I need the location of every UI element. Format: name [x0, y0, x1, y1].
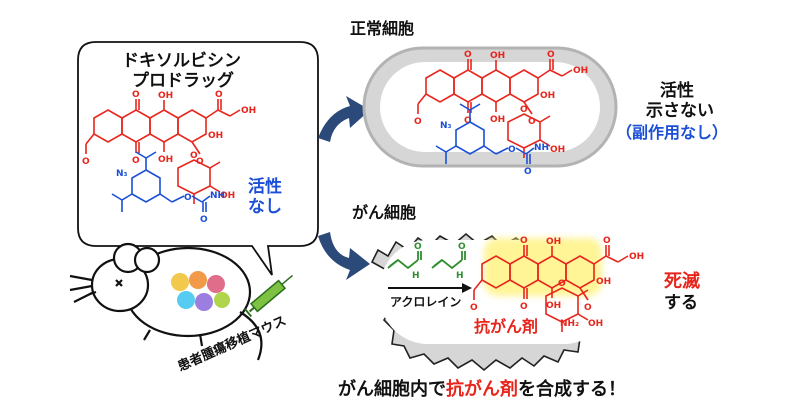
normal-cell-title: 正常細胞 [350, 19, 415, 38]
amine-label: NH₂ [560, 319, 579, 329]
acrolein-h-label: H [412, 271, 420, 281]
reaction-reagent-label: アクロレイン [390, 295, 462, 309]
conclusion-part3: を合成する！ [518, 379, 626, 400]
acrolein-molecule [387, 251, 466, 270]
anticancer-drug-label: 抗がん剤 [474, 317, 539, 336]
conclusion-part1: がん細胞内で [338, 379, 446, 400]
prodrug-title-line2: プロドラッグ [132, 71, 234, 91]
prodrug-activity-line1: 活性 [248, 177, 282, 197]
cancer-cell-title: がん細胞 [352, 203, 417, 222]
prodrug-title-line1: ドキソルビシン [122, 51, 241, 71]
cancer-cell-result-line2: する [664, 293, 698, 313]
arrow-to-cancer-cell [318, 232, 370, 280]
arrow-to-normal-cell [318, 96, 370, 142]
normal-cell-result-line3: （副作用なし） [616, 123, 729, 142]
normal-cell-result-line2: 示さない [646, 101, 714, 121]
conclusion-text: がん細胞内で抗がん剤を合成する！ [338, 379, 626, 401]
anticancer-drug-structure [469, 235, 645, 333]
mouse-illustration [69, 242, 263, 361]
reaction-arrow [388, 283, 472, 293]
acrolein-h-label-2: H [456, 271, 464, 281]
normal-cell-result-line1: 活性 [660, 81, 694, 101]
syringe-icon [244, 274, 293, 318]
acrolein-o-label: O [414, 242, 422, 252]
tumor-cluster [171, 271, 230, 311]
acrolein-o-label-2: O [458, 242, 466, 252]
conclusion-part2: 抗がん剤 [446, 379, 518, 400]
prodrug-activity-line2: なし [248, 197, 282, 217]
cancer-cell-result-line1: 死滅 [664, 271, 700, 292]
